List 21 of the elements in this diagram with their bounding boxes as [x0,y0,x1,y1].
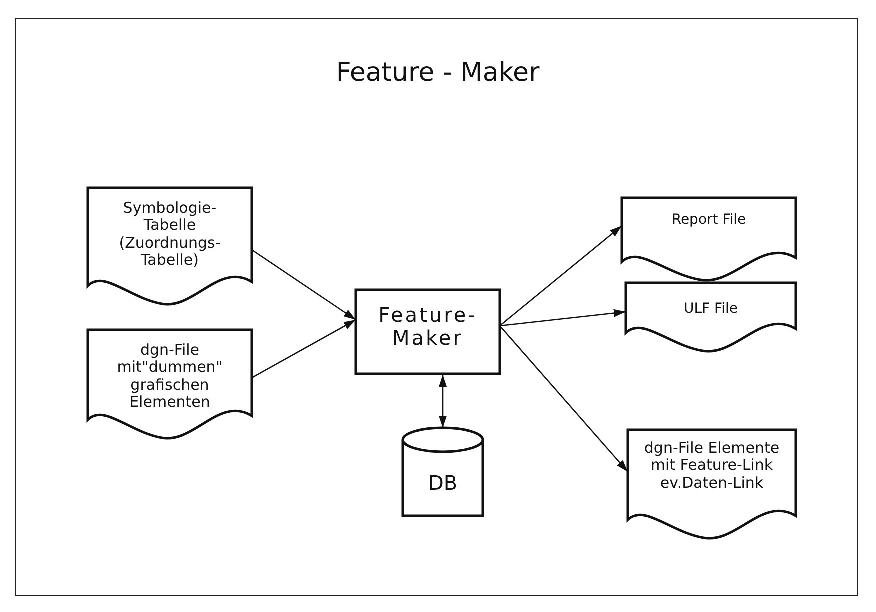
process-box [356,290,500,374]
document-shape [622,198,796,282]
node-label: dgn-File mit"dummen" grafischen Elementen [116,342,224,411]
arrow [500,309,626,327]
node-label: Symbologie- Tabelle (Zuordnungs- Tabelle) [118,200,222,269]
document-shape [626,283,796,353]
document-shape [628,430,796,540]
arrow [500,326,628,472]
document-shape [88,188,252,306]
node-label: dgn-File Elemente mit Feature-Link ev.Daten-Link [643,440,781,492]
node-label: Feature- Maker [378,304,478,350]
database-cylinder [403,428,483,516]
arrow [252,319,356,379]
arrow [439,375,447,428]
arrow [500,226,622,326]
node-label: ULF File [683,301,739,318]
arrow [252,249,356,321]
document-shape [88,330,252,440]
node-label: Report File [670,212,748,228]
title: Feature - Maker [335,58,541,88]
node-label: DB [427,472,459,495]
